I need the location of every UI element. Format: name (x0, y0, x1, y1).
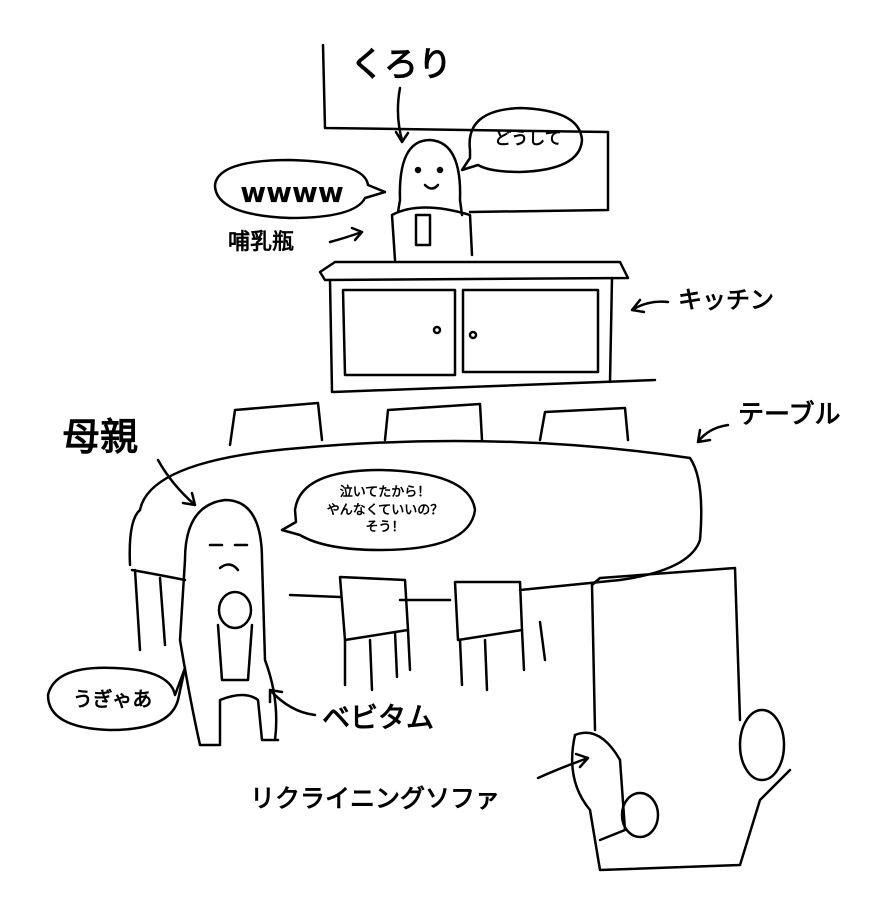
bubble-doushite: どうして (494, 129, 562, 149)
label-mother: 母親 (62, 415, 139, 459)
chair-front-2 (453, 580, 547, 692)
label-kitchen: キッチン (678, 286, 774, 314)
chair-back-2 (383, 402, 484, 442)
mother-figure (178, 498, 280, 747)
arrow-kurori (394, 86, 410, 144)
bubble-mother: 泣いてたから！ やんなくていいの？ そう！ (300, 484, 470, 537)
bubble-doushite-shape (460, 106, 584, 174)
label-bottle: 哺乳瓶 (228, 230, 295, 255)
arrow-kitchen (630, 298, 670, 314)
bubble-baby-cry: うぎゃあ (72, 687, 153, 711)
bubble-mother-shape (280, 468, 477, 552)
label-sofa: リクライニングソファ (250, 784, 501, 813)
wall-outline (321, 43, 610, 214)
bubble-mother-line: そう！ (365, 520, 405, 536)
chair-back-3 (538, 406, 630, 442)
arrow-sofa (536, 752, 590, 780)
label-baby: ベビタム (322, 701, 435, 734)
label-kurori: くろり (350, 45, 452, 85)
recliner-sofa (570, 566, 792, 872)
arrow-baby (268, 688, 317, 717)
bubble-wwww: wwww (240, 176, 344, 209)
arrow-table (696, 423, 730, 444)
table-outline (128, 439, 703, 602)
table-leg (133, 568, 167, 652)
kurori-figure (390, 138, 474, 262)
bubble-baby-shape (46, 666, 187, 732)
chair-back-1 (228, 401, 324, 447)
label-table: テーブル (738, 400, 841, 430)
arrow-bottle (328, 226, 364, 244)
chair-front-1 (338, 575, 412, 692)
bubble-wwww-shape (213, 158, 387, 220)
bubble-mother-line: やんなくていいの？ (326, 502, 444, 518)
bubble-mother-line: 泣いてたから！ (339, 485, 431, 500)
arrow-mother (156, 458, 197, 507)
kitchen-counter (318, 260, 657, 394)
